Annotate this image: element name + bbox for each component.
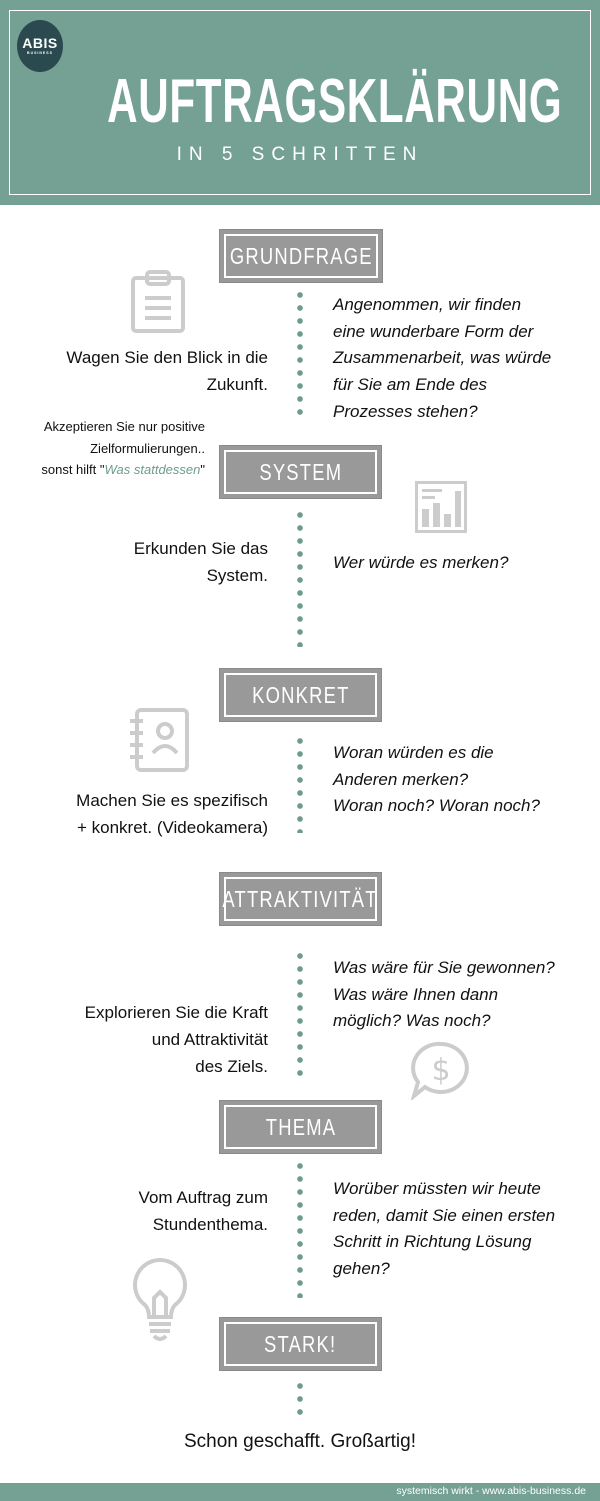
step3-left-text: Machen Sie es spezifisch+ konkret. (Vide… bbox=[76, 791, 268, 837]
footer-bar: systemisch wirkt - www.abis-business.de bbox=[0, 1483, 600, 1501]
header-banner bbox=[0, 0, 600, 205]
svg-text:$: $ bbox=[431, 1053, 450, 1088]
timeline-dots bbox=[297, 953, 303, 1078]
step-label: SYSTEM bbox=[259, 458, 342, 485]
header-frame bbox=[9, 10, 591, 195]
page-subtitle: IN 5 SCHRITTEN bbox=[176, 144, 424, 165]
notebook-icon bbox=[130, 708, 189, 772]
timeline-dots bbox=[297, 738, 303, 833]
step-konkret: KONKRET bbox=[219, 668, 382, 722]
step-thema: THEMA bbox=[219, 1100, 382, 1154]
timeline-dots bbox=[297, 1163, 303, 1298]
step-attraktivitaet: ATTRAKTIVITÄT bbox=[219, 872, 382, 926]
step-label: KONKRET bbox=[251, 681, 350, 708]
clipboard-icon bbox=[131, 270, 185, 333]
dollar-speech-bubble-icon: $ bbox=[410, 1041, 469, 1100]
step-grundfrage: GRUNDFRAGE bbox=[219, 229, 383, 283]
step-label: GRUNDFRAGE bbox=[229, 242, 373, 269]
step4-question: Was wäre für Sie gewonnen?Was wäre Ihnen… bbox=[333, 958, 555, 1031]
lightbulb-icon bbox=[133, 1257, 187, 1341]
timeline-dots bbox=[297, 512, 303, 647]
step-system: SYSTEM bbox=[219, 445, 382, 499]
step-label: THEMA bbox=[265, 1113, 336, 1140]
closing-text: Schon geschafft. Großartig! bbox=[184, 1431, 416, 1452]
timeline-dots bbox=[297, 1383, 303, 1418]
step2-question: Wer würde es merken? bbox=[333, 553, 509, 572]
step-label: ATTRAKTIVITÄT bbox=[222, 885, 379, 912]
step-stark: STARK! bbox=[219, 1317, 382, 1371]
logo-subtext: BUSINESS bbox=[27, 51, 53, 55]
bar-chart-icon bbox=[415, 481, 467, 533]
logo-text: ABIS bbox=[22, 35, 58, 51]
timeline-dots bbox=[297, 292, 303, 422]
footer-text: systemisch wirkt - www.abis-business.de bbox=[396, 1485, 586, 1497]
page-title: AUFTRAGSKLÄRUNG bbox=[107, 67, 563, 136]
step-label: STARK! bbox=[264, 1330, 337, 1357]
